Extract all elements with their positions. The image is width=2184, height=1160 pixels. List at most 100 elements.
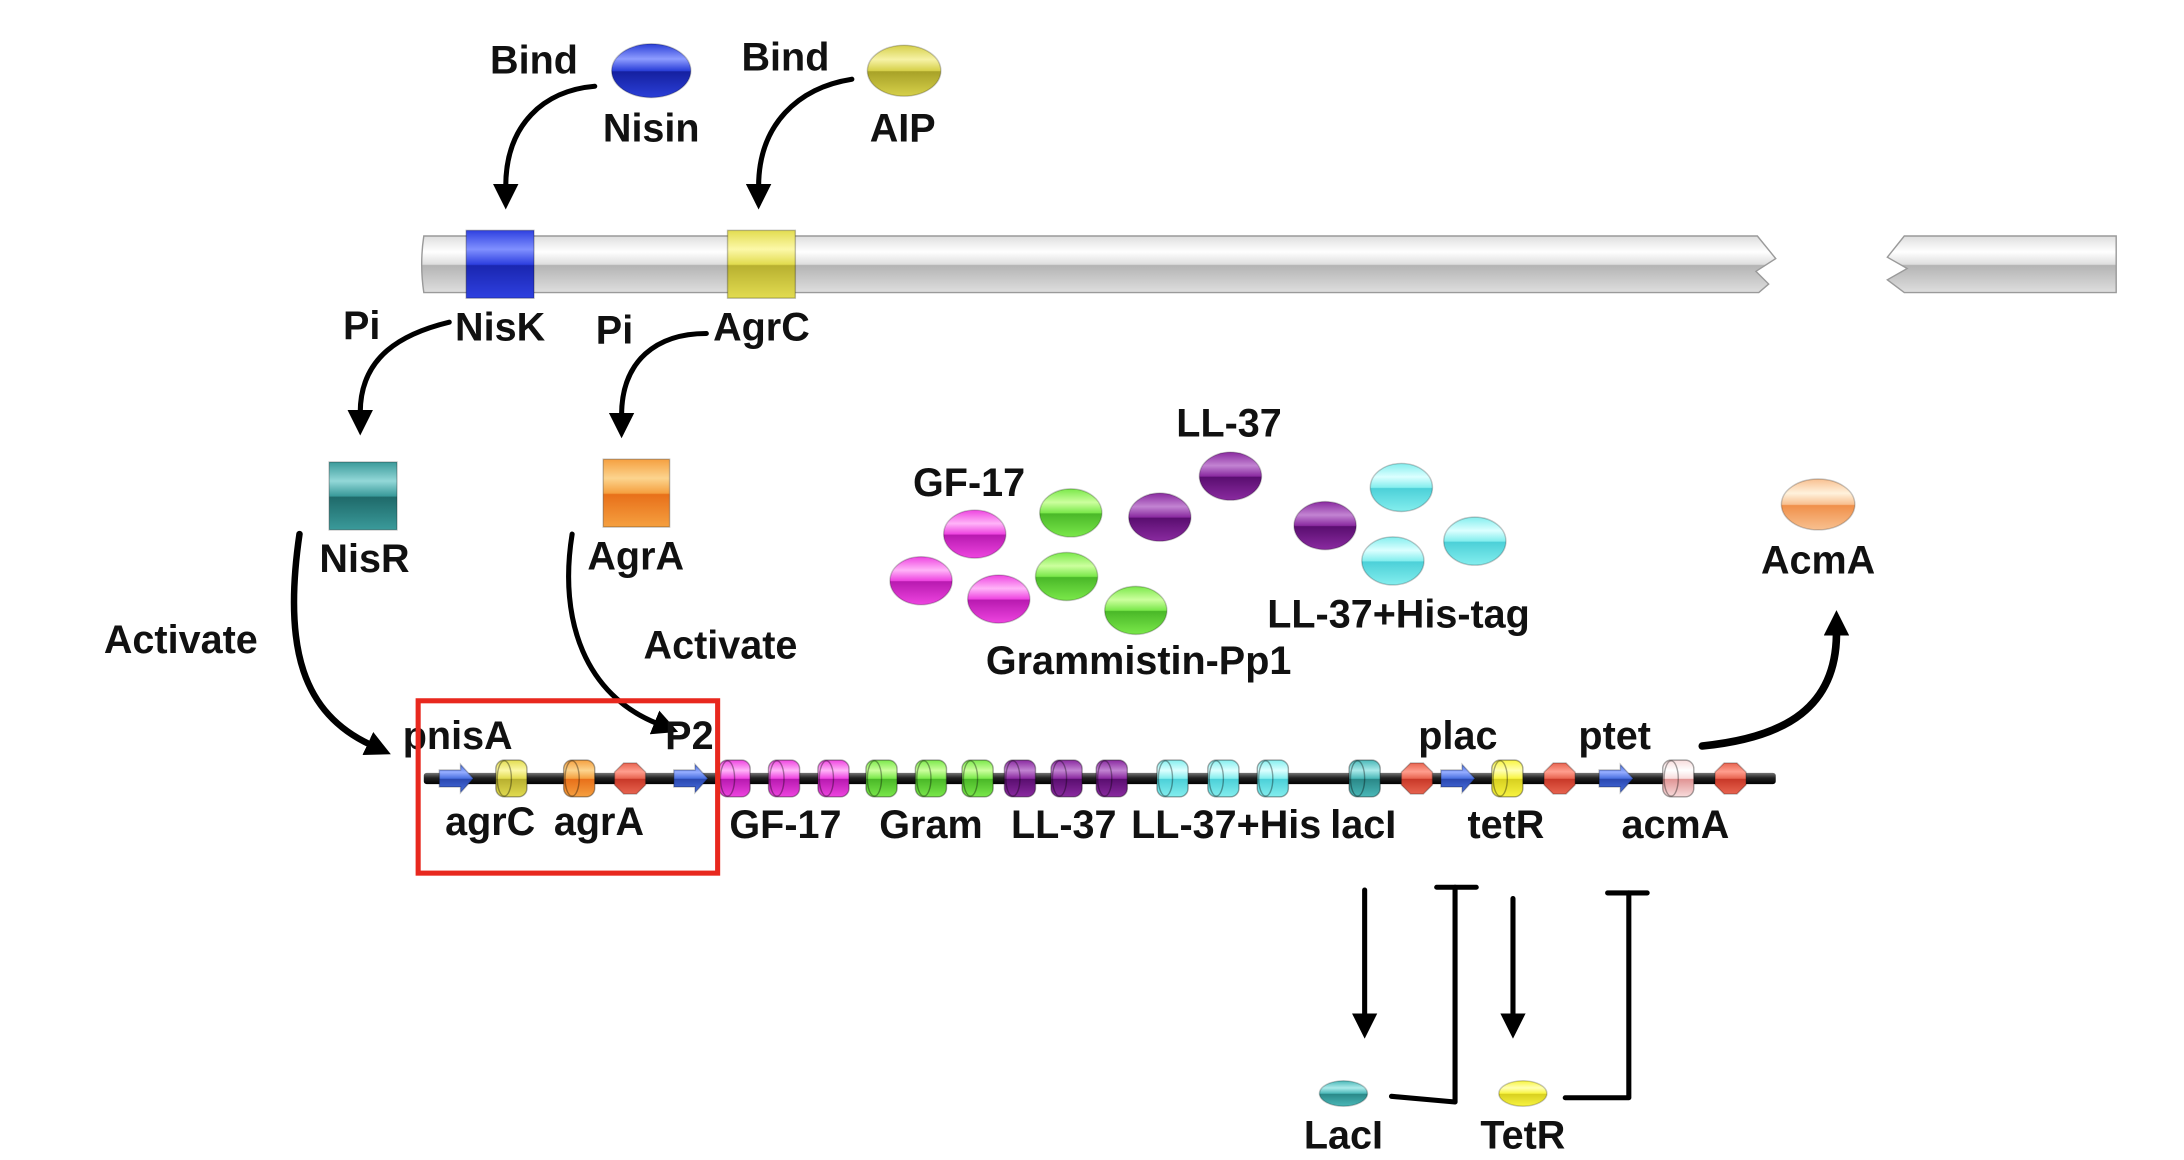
terminator <box>613 762 647 795</box>
laci-protein-label: LacI <box>1304 1114 1383 1158</box>
gf17-gene-copy <box>718 759 751 798</box>
ll37-his-peptides <box>1361 462 1507 586</box>
agrc-receptor <box>726 229 797 299</box>
agra-label: AgrA <box>587 534 684 578</box>
nisk-label: NisK <box>455 306 546 350</box>
aip-ligand: AIP Bind <box>742 36 942 150</box>
laci-protein <box>1318 1080 1369 1107</box>
aip-molecule <box>866 44 942 97</box>
gf17-peptide-label: GF-17 <box>913 461 1025 505</box>
ptet-promoter-label: ptet <box>1578 714 1650 758</box>
grammistin-peptide <box>1104 585 1168 636</box>
activate-nisr-label: Activate <box>104 618 258 662</box>
ll37-gene-label: LL-37 <box>1011 803 1116 847</box>
nisr-regulator <box>328 461 398 531</box>
tetr-gene-label: tetR <box>1467 803 1544 847</box>
terminator <box>1400 762 1434 795</box>
ll37-peptide <box>1198 451 1263 501</box>
nisin-bind-arrow <box>493 83 598 210</box>
nisin-molecule <box>610 43 692 99</box>
gram-gene-label: Gram <box>879 803 982 847</box>
grammistin-peptides <box>1034 488 1168 636</box>
gf17-peptide <box>966 574 1031 624</box>
aip-bind-arrow <box>745 76 855 210</box>
ll37-his-gene <box>1156 759 1290 798</box>
nisin-label: Nisin <box>603 106 700 150</box>
acma-expression-arrow <box>1698 610 1850 750</box>
cell-membrane <box>420 235 2117 294</box>
nisin-ligand: Nisin Bind <box>490 39 700 151</box>
pi-agrc-label: Pi <box>596 308 633 352</box>
membrane-segment-left <box>420 235 1777 294</box>
pnisa-promoter-label: pnisA <box>403 714 513 758</box>
gf17-gene-copy <box>817 759 850 798</box>
gf17-peptides <box>889 509 1031 624</box>
gf17-gene-copy <box>767 759 801 798</box>
laci-repression-line <box>1388 884 1479 1105</box>
p2-promoter <box>673 762 709 795</box>
agrc-phospho-arrow <box>608 330 709 439</box>
ll37-gene-copy <box>1095 759 1129 798</box>
gf17-peptide <box>942 509 1007 559</box>
pnisa-promoter <box>438 762 475 795</box>
agrc-label: AgrC <box>713 306 810 350</box>
ptet-promoter <box>1598 762 1635 795</box>
pi-nisk-label: Pi <box>343 304 380 348</box>
ll37-his-gene-label: LL-37+His <box>1131 803 1321 847</box>
grammistin-peptide <box>1034 551 1099 602</box>
agrc-gene-label: agrC <box>445 800 535 844</box>
agra-regulator <box>602 458 671 528</box>
grammistin-peptide <box>1039 488 1103 538</box>
nisk-receptor <box>465 229 535 299</box>
tetr-repression-line <box>1562 890 1650 1101</box>
agra-activate-arrow <box>566 531 679 735</box>
ll37-his-peptide <box>1443 516 1507 566</box>
grammistin-gene-copy <box>914 759 948 798</box>
aip-label: AIP <box>870 106 936 150</box>
gf17-gene-label: GF-17 <box>729 803 841 847</box>
ll37-his-peptide-label: LL-37+His-tag <box>1267 592 1530 636</box>
terminator <box>1543 762 1576 795</box>
nisr-activate-arrow <box>290 530 391 756</box>
acma-gene <box>1662 759 1695 798</box>
activate-agra-label: Activate <box>644 623 798 667</box>
acma-protein <box>1780 478 1856 531</box>
ll37-peptide-label: LL-37 <box>1176 402 1281 446</box>
grammistin-gene-copy <box>961 759 994 798</box>
ll37-peptides <box>1128 451 1357 551</box>
agrc-gene <box>495 759 528 798</box>
nisr-label: NisR <box>319 537 409 581</box>
gf17-peptide <box>889 555 953 606</box>
gf17-gene <box>718 759 850 798</box>
p2-promoter-label: P2 <box>665 714 713 758</box>
tetr-protein-label: TetR <box>1480 1114 1565 1158</box>
plac-promoter <box>1440 762 1476 795</box>
agra-gene-label: agrA <box>554 800 644 844</box>
membrane-segment-right <box>1886 235 2117 294</box>
laci-gene-label: lacI <box>1330 803 1396 847</box>
ll37-gene <box>1003 759 1129 798</box>
ll37-his-peptide <box>1369 462 1434 513</box>
ll37-his-gene-copy <box>1156 759 1189 798</box>
acma-protein-label: AcmA <box>1761 539 1875 583</box>
laci-gene <box>1348 759 1381 798</box>
plac-promoter-label: plac <box>1418 714 1497 758</box>
terminator <box>1714 762 1747 795</box>
tetr-gene <box>1491 759 1524 798</box>
grammistin-gene <box>865 759 994 798</box>
ll37-peptide <box>1293 500 1357 551</box>
agra-gene <box>562 759 596 798</box>
sensing-module-highlight-box <box>415 698 721 876</box>
grammistin-peptide-label: Grammistin-Pp1 <box>986 639 1291 683</box>
acma-gene-label: acmA <box>1622 803 1730 847</box>
ll37-his-gene-copy <box>1207 759 1240 798</box>
bind-aip-label: Bind <box>742 36 830 80</box>
ll37-gene-copy <box>1050 759 1083 798</box>
bind-nisin-label: Bind <box>490 39 578 83</box>
grammistin-gene-copy <box>865 759 898 798</box>
nisk-phospho-arrow <box>347 319 452 436</box>
tetr-protein <box>1498 1080 1548 1107</box>
ll37-his-peptide <box>1361 536 1425 586</box>
ll37-gene-copy <box>1003 759 1037 798</box>
